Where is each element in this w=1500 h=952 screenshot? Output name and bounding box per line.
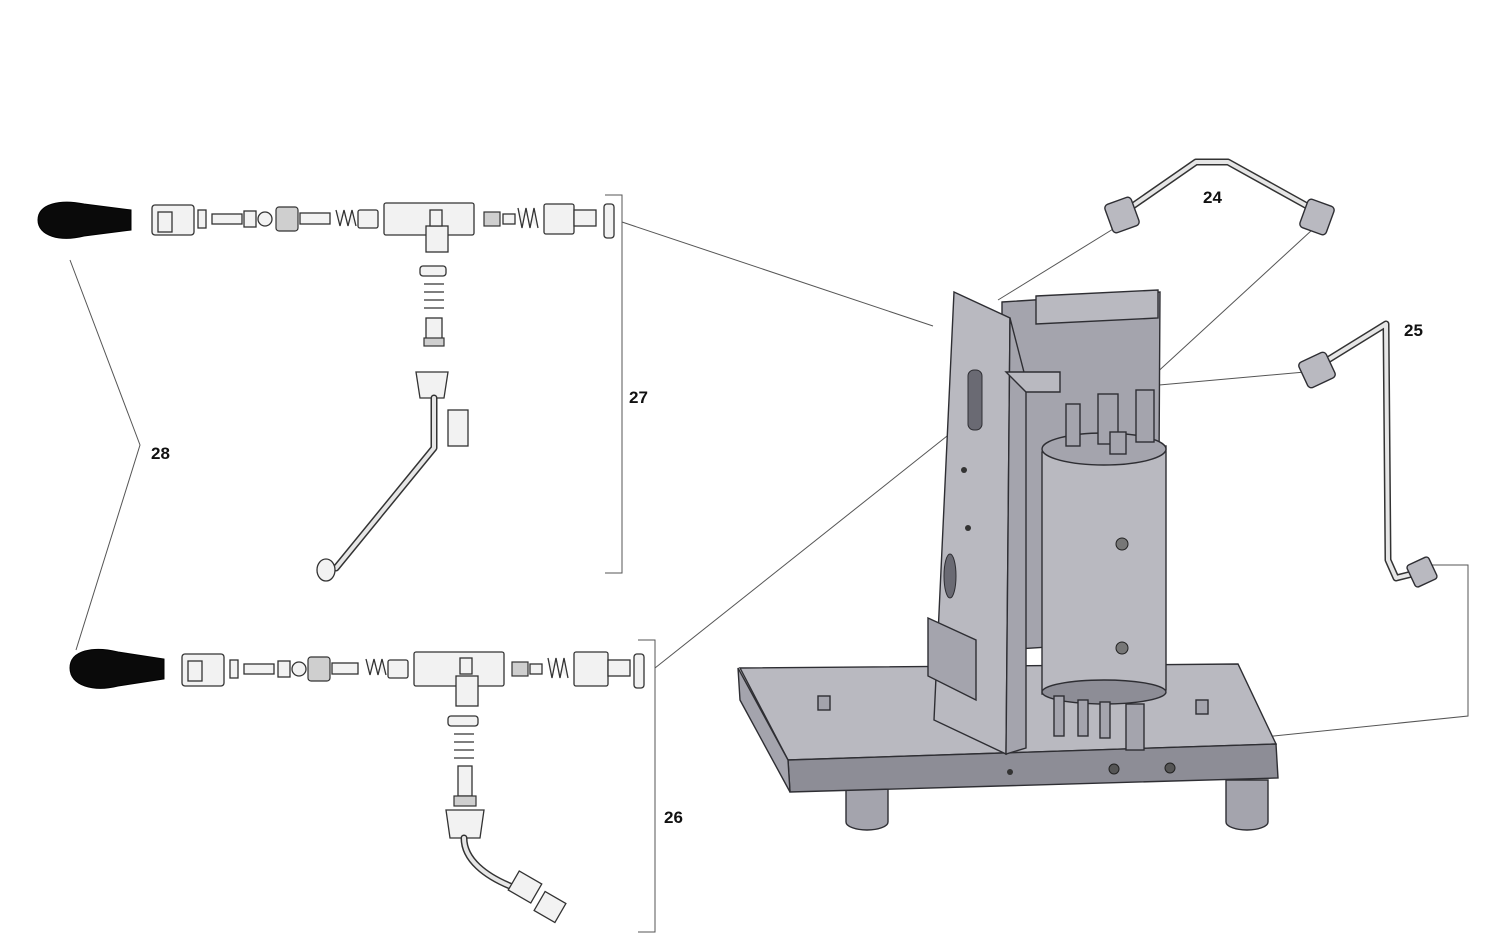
lower-wand-nut	[445, 809, 485, 839]
callout-labels: 24 25 26 27 28	[151, 188, 1423, 827]
foot-front-right	[1225, 779, 1269, 831]
upper-wand-tip	[316, 558, 336, 582]
foot-front-left	[845, 779, 889, 831]
pipe-24	[1104, 158, 1335, 236]
boiler-frame-assembly	[737, 289, 1279, 831]
upper-wand-nut	[415, 371, 449, 399]
pipe-25-nut-top	[1298, 351, 1336, 389]
pipe-24-nut-left	[1104, 196, 1140, 234]
callout-26: 26	[664, 808, 683, 827]
callout-27: 27	[629, 388, 648, 407]
upper-valve-assembly	[37, 201, 615, 582]
lower-knob	[69, 648, 165, 689]
callout-25: 25	[1404, 321, 1423, 340]
lower-valve-assembly	[69, 648, 645, 924]
pipe-24-nut-right	[1299, 198, 1335, 236]
callout-24: 24	[1203, 188, 1222, 207]
leader-lines	[69, 194, 1469, 933]
boiler-cylinder	[1041, 445, 1167, 695]
callout-28: 28	[151, 444, 170, 463]
pipe-25	[1298, 320, 1438, 588]
pipe-25-nut-bottom	[1406, 556, 1438, 588]
upper-knob	[37, 201, 132, 239]
